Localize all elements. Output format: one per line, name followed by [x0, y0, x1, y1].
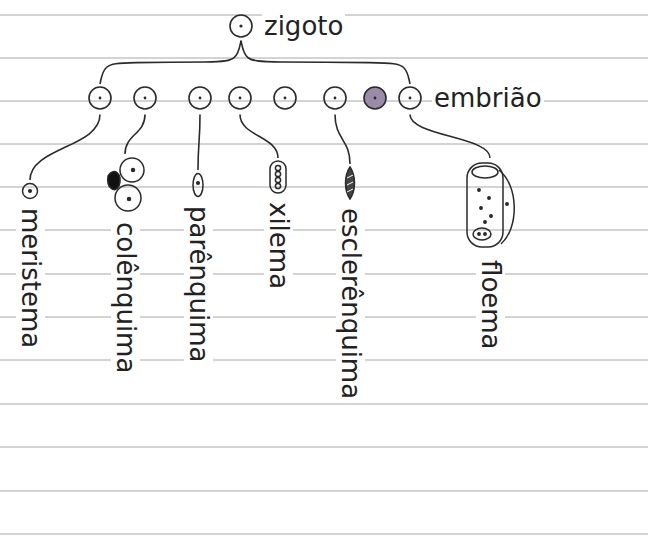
node-label: zigoto	[262, 12, 345, 41]
cell-drawing	[461, 160, 519, 252]
tissue-label: esclerênquima	[336, 206, 365, 401]
tissue-cell: floema	[459, 160, 521, 352]
tissue-label: xilema	[264, 200, 293, 291]
branch-line	[198, 115, 200, 170]
branch-line	[240, 115, 278, 158]
tissue-cell: colênquima	[103, 156, 147, 375]
tissue-cell: parênquima	[182, 172, 215, 365]
zygote-drawing	[228, 13, 254, 39]
branch-line	[30, 115, 100, 180]
branch-line	[410, 115, 490, 158]
tissue-cell: meristema	[14, 182, 47, 350]
tissue-label: floema	[476, 258, 505, 352]
tissue-label: parênquima	[184, 204, 213, 365]
cell-drawing	[21, 182, 39, 200]
cell-drawing	[191, 172, 205, 198]
branch-line	[125, 115, 145, 154]
embryo-cells: embrião	[86, 84, 544, 113]
tissue-label: meristema	[16, 206, 45, 350]
brace-arm	[100, 41, 241, 84]
cell-drawing	[341, 166, 359, 200]
cell-drawing	[105, 156, 145, 214]
zygote-cell: zigoto	[228, 12, 345, 41]
cell-drawing	[268, 160, 288, 194]
node-label: embrião	[432, 84, 544, 113]
branch-line	[335, 115, 350, 164]
tissue-cell: xilema	[262, 160, 295, 291]
embryo-drawing	[86, 84, 424, 112]
branch-line	[241, 41, 410, 84]
tissue-cell: esclerênquima	[334, 166, 367, 401]
tissue-label: colênquima	[111, 220, 140, 375]
